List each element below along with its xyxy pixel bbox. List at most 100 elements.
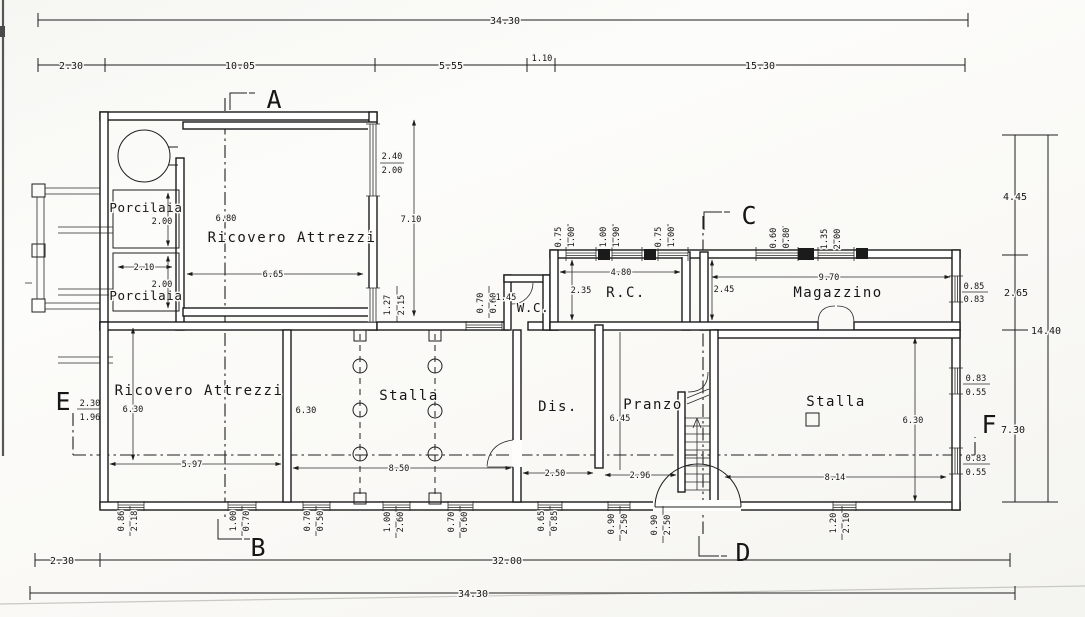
dim-right-seg3: 7.30 (1001, 425, 1025, 436)
right-wing-walls (549, 247, 963, 331)
dim-ricovero-upper-h: 6.80 (216, 214, 237, 224)
dim-bottom-4a: 1.00 (383, 512, 393, 533)
dim-left-window2-b: 2.15 (397, 295, 407, 316)
section-letter-a: A (266, 85, 281, 114)
dim-left-wall-h: 7.10 (401, 215, 422, 225)
dim-rc-win3-b: 1.00 (667, 227, 677, 248)
dim-bottom-seg1: 2.30 (50, 556, 74, 567)
dim-porcilaia-lower-w: 2.10 (134, 263, 155, 273)
dim-bottom-5a: 0.70 (447, 512, 457, 533)
dim-left-window2-a: 1.27 (383, 295, 393, 316)
dim-stalla-right-win1-a: 0.83 (966, 374, 987, 384)
dim-top-seg3: 5.55 (439, 61, 463, 72)
dim-left-window-b: 2.00 (382, 166, 403, 176)
left-wing-labels: Porcilaia 2.00 Porcilaia 2.10 2.00 Ricov… (108, 119, 423, 322)
dim-mag-win2-a: 1.35 (820, 229, 830, 250)
dim-bottom-2a: 1.00 (229, 511, 239, 532)
dim-wc-niche-a: 0.70 (476, 293, 486, 314)
section-letter-e: E (55, 387, 70, 416)
dim-bottom-4b: 2.60 (396, 512, 406, 533)
dimension-top: 34.30 2.30 10.05 5.55 1.10 15.30 (37, 13, 969, 74)
dim-top-seg4: 1.10 (532, 54, 553, 64)
dim-bottom-6b: 0.85 (550, 511, 560, 532)
dim-bottom-3b: 0.50 (316, 511, 326, 532)
staircase (677, 329, 719, 511)
dim-ricovero-lower-h: 6.30 (123, 405, 144, 415)
dim-rc-w: 4.80 (611, 268, 632, 278)
room-label-wc: W.C. (517, 300, 550, 315)
room-label-magazzino: Magazzino (793, 285, 882, 301)
dim-right-seg2: 2.65 (1004, 288, 1028, 299)
room-label-dis: Dis. (538, 399, 578, 415)
room-label-ricovero-upper: Ricovero Attrezzi (208, 230, 377, 246)
dim-bottom-7a: 0.90 (607, 514, 617, 535)
dim-bottom-total: 34.30 (458, 589, 488, 600)
dim-stalla-left-h: 6.30 (296, 406, 317, 416)
dim-mag-win1-a: 0.60 (769, 228, 779, 249)
dim-top-seg2: 10.05 (225, 61, 255, 72)
dim-right-seg1: 4.45 (1003, 192, 1027, 203)
bottom-window-dims: 0.86 2.18 1.00 0.70 0.70 0.50 1.00 2.60 … (116, 506, 854, 543)
room-label-pranzo: Pranzo (623, 397, 683, 413)
dim-bottom-1b: 2.18 (130, 511, 140, 532)
section-letter-f: F (981, 410, 996, 439)
dim-mag-win2-b: 2.00 (833, 229, 843, 250)
dim-mag-win1-b: 0.80 (782, 228, 792, 249)
room-label-ricovero-lower: Ricovero Attrezzi (115, 383, 284, 399)
dim-mag-win-right-a: 0.85 (964, 282, 985, 292)
dim-corridor-h: 2.45 (714, 285, 735, 295)
dim-top-seg1: 2.30 (59, 61, 83, 72)
pillar-square (805, 412, 820, 427)
dim-bottom-9b: 2.10 (842, 513, 852, 534)
dim-stalla-right-win2-b: 0.55 (966, 468, 987, 478)
dim-left-window-a: 2.40 (382, 152, 403, 162)
dim-rc-win3-a: 0.75 (654, 227, 664, 248)
dim-mag-win-right-b: 0.83 (964, 295, 985, 305)
room-label-porcilaia-upper: Porcilaia (109, 200, 182, 215)
dim-bottom-5b: 0.60 (460, 512, 470, 533)
dim-bottom-7b: 2.50 (620, 514, 630, 535)
dim-rc-win1-a: 0.75 (554, 227, 564, 248)
dim-pranzo-w: 2.96 (630, 471, 651, 481)
section-letter-b: B (250, 533, 265, 562)
dim-magazzino-w: 9.70 (819, 273, 840, 283)
dim-right-total: 14.40 (1031, 326, 1061, 337)
dim-stalla-left-w: 8.50 (389, 464, 410, 474)
dim-rc-h: 2.35 (571, 286, 592, 296)
dim-bottom-8b: 2.50 (663, 515, 673, 536)
dim-stalla-right-h: 6.30 (903, 416, 924, 426)
dim-porcilaia-lower-h: 2.00 (152, 280, 173, 290)
section-e-dim-bottom: 1.96 (80, 413, 101, 423)
dim-dis-w: 2.50 (545, 469, 566, 479)
dim-rc-win2-a: 1.00 (599, 227, 609, 248)
dim-bottom-3a: 0.70 (303, 511, 313, 532)
dim-rc-win1-b: 1.00 (567, 227, 577, 248)
section-letter-c: C (741, 201, 756, 230)
dim-rc-win2-b: 1.90 (612, 227, 622, 248)
porch (25, 183, 100, 313)
dim-ricovero-upper-w: 6.65 (263, 270, 284, 280)
room-label-stalla-left: Stalla (379, 388, 439, 404)
dim-bottom-6a: 0.65 (537, 511, 547, 532)
dim-bottom-inner: 32.00 (492, 556, 522, 567)
room-label-rc: R.C. (606, 285, 646, 301)
dimension-right: 4.45 2.65 7.30 14.40 (999, 134, 1063, 503)
dim-bottom-9a: 1.20 (829, 513, 839, 534)
stalla-columns (352, 329, 443, 505)
right-wing-labels: 0.75 1.00 1.00 1.90 0.75 1.00 0.60 0.80 … (553, 224, 988, 321)
dim-bottom-2b: 0.70 (242, 511, 252, 532)
room-label-porcilaia-lower: Porcilaia (109, 288, 182, 303)
section-letters: A B C D E F 2.30 1.96 (55, 85, 996, 567)
dim-top-total: 34.30 (490, 16, 520, 27)
room-label-stalla-right: Stalla (806, 394, 866, 410)
dim-pranzo-h: 6.45 (610, 414, 631, 424)
dim-porcilaia-upper-h: 2.00 (152, 217, 173, 227)
dim-stalla-right-win1-b: 0.55 (966, 388, 987, 398)
dim-bottom-8a: 0.90 (650, 515, 660, 536)
dim-top-seg5: 15.30 (745, 61, 775, 72)
dim-stalla-right-w: 8.14 (825, 473, 846, 483)
dim-wc-w: 1.45 (496, 293, 517, 303)
